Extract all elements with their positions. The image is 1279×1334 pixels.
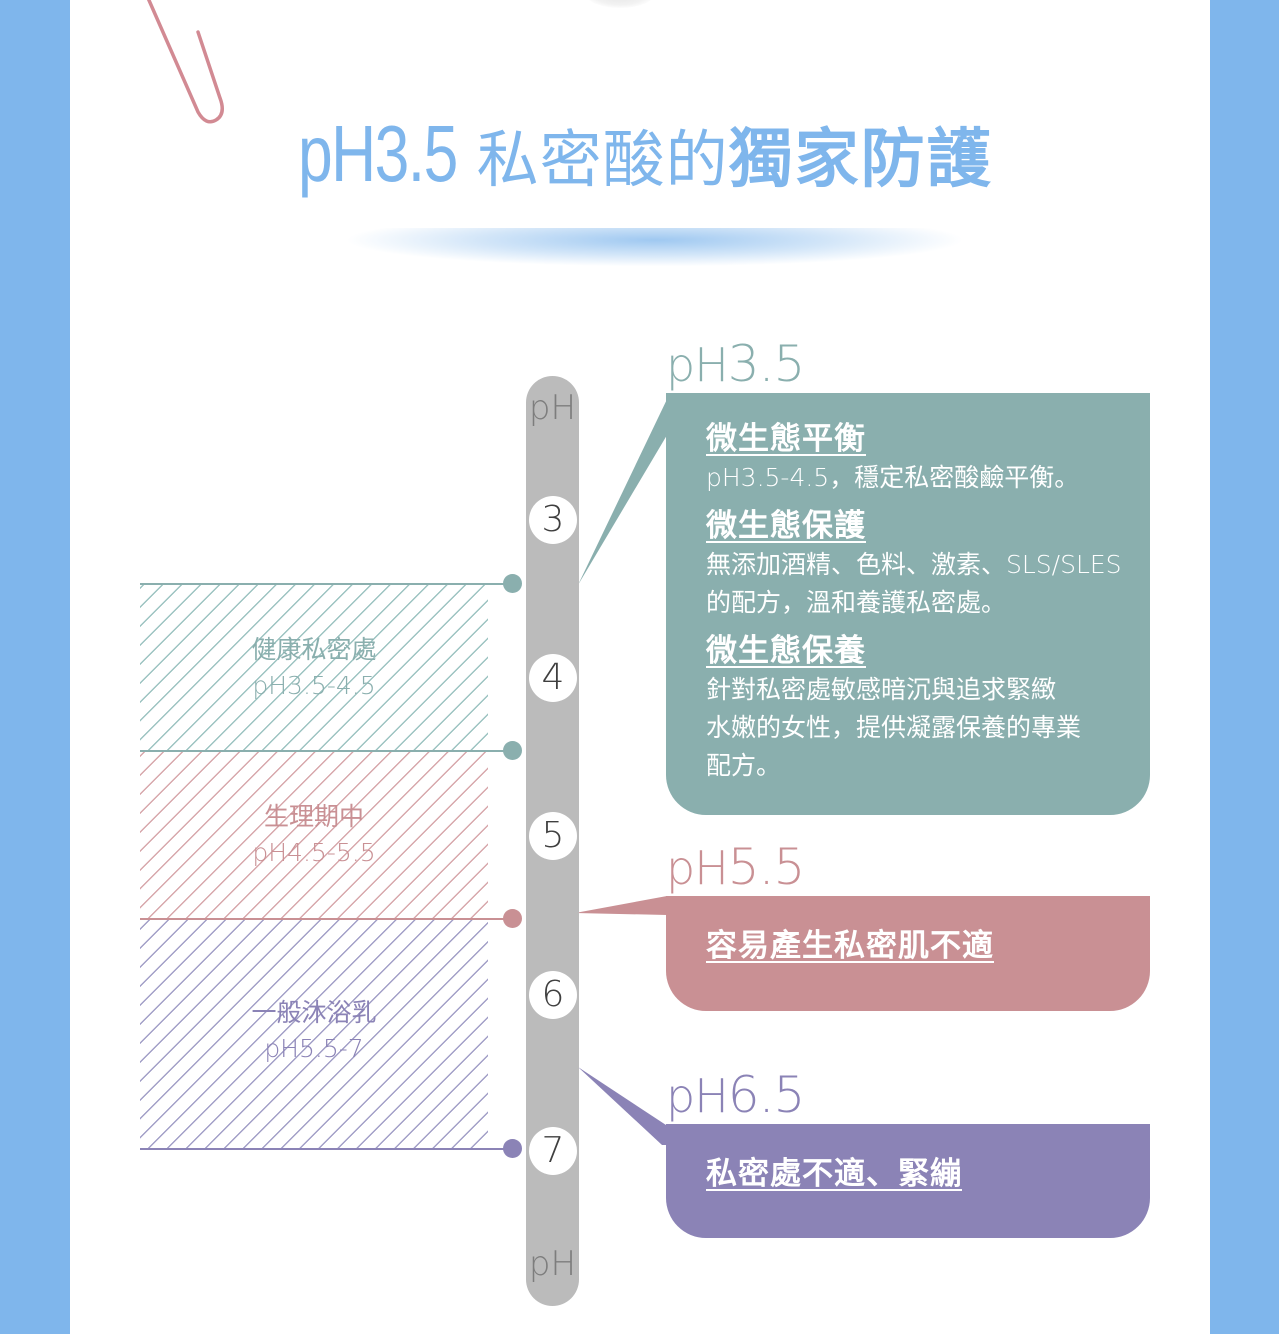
- callout-pointer-purple: [578, 1067, 668, 1145]
- scale-tick-5: 5: [529, 812, 577, 860]
- callout-ph-label: pH3.5: [666, 335, 806, 393]
- page-title: pH3.5 私密酸的獨家防護: [298, 108, 993, 200]
- callout-pointer-green: [578, 393, 670, 585]
- zone-label: 健康私密處 pH3.5-4.5: [140, 632, 488, 704]
- callout-section: 微生態保護 無添加酒精、色料、激素、SLS/SLES 的配方，溫和養護私密處。: [706, 506, 1130, 622]
- zone-marker-dot: [503, 741, 522, 760]
- zone-range: pH4.5-5.5: [252, 838, 376, 867]
- callout-section: 微生態平衡 pH3.5-4.5，穩定私密酸鹼平衡。: [706, 419, 1130, 497]
- scale-tick-7: 7: [529, 1127, 577, 1175]
- zone-marker-dot: [503, 574, 522, 593]
- section-heading: 微生態平衡: [706, 421, 866, 457]
- scale-bottom-label: pH: [528, 1244, 577, 1284]
- hatch-pattern: [140, 751, 488, 919]
- zone-bottom-line: [140, 1148, 512, 1150]
- scale-top-label: pH: [528, 388, 577, 428]
- title-shadow: [270, 228, 1040, 285]
- ph-prefix: pH: [666, 338, 729, 392]
- ph-prefix: pH: [666, 841, 729, 895]
- zone-top-line: [140, 918, 512, 920]
- zone-name: 一般沐浴乳: [251, 998, 377, 1027]
- section-heading: 微生態保護: [706, 508, 866, 544]
- ph-value: 3.5: [727, 335, 806, 393]
- callout-body: 私密處不適、緊繃: [706, 1154, 1130, 1194]
- section-text: 的配方，溫和養護私密處。: [706, 588, 1007, 617]
- ph-value: 5.5: [727, 838, 806, 896]
- zone-label: 生理期中 pH4.5-5.5: [140, 799, 488, 871]
- hatch-pattern: [140, 584, 488, 751]
- title-light: 私密酸的: [476, 123, 729, 196]
- zone-name: 生理期中: [263, 802, 364, 831]
- paperclip-icon: [146, 0, 224, 124]
- section-text: 水嫩的女性，提供凝露保養的專業: [706, 713, 1082, 742]
- callout-ph55: pH5.5 容易產生私密肌不適: [666, 838, 1150, 1011]
- zone-top-line: [140, 750, 512, 752]
- zone-range: pH3.5-4.5: [252, 671, 376, 700]
- callout-body: 容易產生私密肌不適: [706, 926, 1130, 966]
- scale-tick-3: 3: [529, 496, 577, 544]
- zone-label: 一般沐浴乳 pH5.5-7: [140, 995, 488, 1067]
- scale-tick-6: 6: [529, 971, 577, 1019]
- zone-marker-dot: [503, 909, 522, 928]
- zone-top-line: [140, 583, 512, 585]
- section-heading: 容易產生私密肌不適: [706, 928, 994, 964]
- ph-prefix: pH: [666, 1069, 729, 1123]
- section-text: pH3.5-4.5，穩定私密酸鹼平衡。: [706, 463, 1080, 492]
- callout-pointer-pink: [575, 896, 667, 915]
- section-heading: 私密處不適、緊繃: [706, 1156, 962, 1192]
- callout-body: 微生態平衡 pH3.5-4.5，穩定私密酸鹼平衡。 微生態保護 無添加酒精、色料…: [706, 419, 1130, 794]
- left-side-bar: [0, 0, 70, 1334]
- section-text: 針對私密處敏感暗沉與追求緊緻: [706, 675, 1057, 704]
- zone-name: 健康私密處: [251, 635, 377, 664]
- section-text: 配方。: [706, 751, 782, 780]
- ph-value: 6.5: [727, 1066, 806, 1124]
- section-text: 無添加酒精、色料、激素、SLS/SLES: [706, 550, 1122, 579]
- zone-period: 生理期中 pH4.5-5.5: [140, 741, 522, 919]
- zone-marker-dot: [503, 1139, 522, 1158]
- top-decoration: [585, 0, 655, 8]
- ph-scale: pH 3 4 5 6 7 pH: [526, 376, 579, 1306]
- section-heading: 微生態保養: [706, 633, 866, 669]
- scale-tick-4: 4: [529, 654, 577, 702]
- zone-range: pH5.5-7: [264, 1034, 364, 1063]
- title-bold: 獨家防護: [728, 123, 993, 197]
- right-side-bar: [1210, 0, 1279, 1334]
- callout-ph35: pH3.5 微生態平衡 pH3.5-4.5，穩定私密酸鹼平衡。 微生態保護 無添…: [666, 335, 1150, 815]
- zone-body-wash: 一般沐浴乳 pH5.5-7: [140, 909, 522, 1158]
- zone-healthy: 健康私密處 pH3.5-4.5: [140, 574, 522, 751]
- callout-section: 微生態保養 針對私密處敏感暗沉與追求緊緻 水嫩的女性，提供凝露保養的專業 配方。: [706, 631, 1130, 785]
- callout-ph-label: pH6.5: [666, 1066, 806, 1124]
- callout-ph65: pH6.5 私密處不適、緊繃: [666, 1066, 1150, 1238]
- hatch-pattern: [140, 919, 488, 1149]
- title-ph: pH3.5: [298, 109, 458, 198]
- callout-ph-label: pH5.5: [666, 838, 806, 896]
